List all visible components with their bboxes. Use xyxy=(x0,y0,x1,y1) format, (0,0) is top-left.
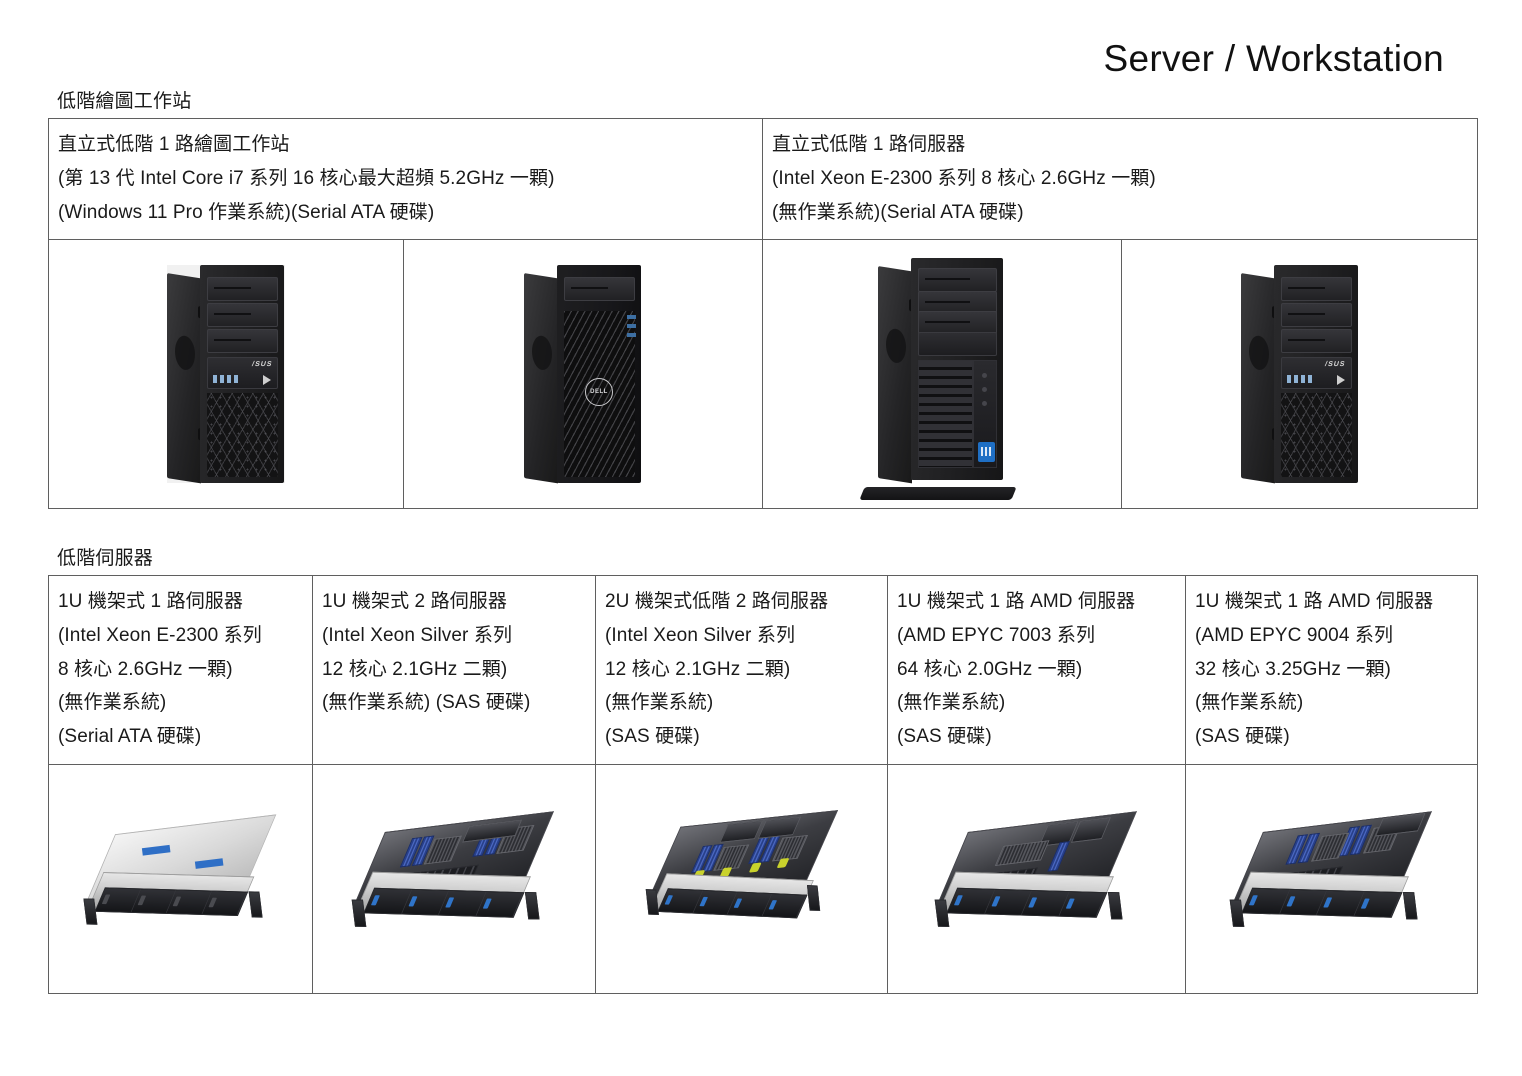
spec-line: (無作業系統)(Serial ATA 硬碟) xyxy=(772,201,1024,223)
spec-line: (AMD EPYC 7003 系列 xyxy=(897,624,1096,646)
section-heading-server: 低階伺服器 xyxy=(57,548,154,569)
spec-cell-server-3: 2U 機架式低階 2 路伺服器 (Intel Xeon Silver 系列 12… xyxy=(595,574,888,766)
spec-line: (SAS 硬碟) xyxy=(605,726,700,748)
spec-line: (SAS 硬碟) xyxy=(897,726,992,748)
image-cell-2u-rack-server-open xyxy=(595,764,888,995)
server-spec-table: 1U 機架式 1 路伺服器 (Intel Xeon E-2300 系列 8 核心… xyxy=(48,574,1478,995)
rack-server-closed-icon xyxy=(77,813,284,944)
product-image-asus-tower-server: /SUS xyxy=(1122,240,1477,508)
spec-line: (AMD EPYC 9004 系列 xyxy=(1195,624,1394,646)
spec-line: (Serial ATA 硬碟) xyxy=(58,726,202,748)
product-image-intel-tower-server xyxy=(763,240,1121,508)
spec-line-empty xyxy=(322,720,587,754)
section-low-end-server: 低階伺服器 1U 機架式 1 路伺服器 (Intel Xeon E-2300 系… xyxy=(48,543,1478,995)
asus-tower-workstation-icon: /SUS xyxy=(167,265,285,484)
image-cell-1u-amd-9004 xyxy=(1185,764,1478,995)
rack-server-amd-7003-icon xyxy=(928,810,1145,948)
image-cell-1u-rack-server-closed xyxy=(48,764,313,995)
section-heading-workstation: 低階繪圖工作站 xyxy=(57,91,192,112)
spec-line: 1U 機架式 1 路 AMD 伺服器 xyxy=(897,591,1136,612)
spec-line: (無作業系統) xyxy=(897,692,1006,714)
table-row-specs: 1U 機架式 1 路伺服器 (Intel Xeon E-2300 系列 8 核心… xyxy=(48,574,1478,766)
spec-line: 64 核心 2.0GHz 一顆) xyxy=(897,658,1083,680)
image-cell-1u-amd-7003 xyxy=(887,764,1186,995)
dell-tower-workstation-icon: DELL xyxy=(524,265,642,484)
rack-server-amd-9004-icon xyxy=(1223,810,1440,948)
image-cell-asus-tower-workstation: /SUS xyxy=(48,239,763,510)
rack-server-open-dual-icon xyxy=(346,810,563,948)
spec-line: (第 13 代 Intel Core i7 系列 16 核心最大超頻 5.2GH… xyxy=(58,167,555,189)
spec-line: (Intel Xeon Silver 系列 xyxy=(605,624,796,646)
spec-line: 12 核心 2.1GHz 二顆) xyxy=(605,658,791,680)
spec-cell-server-4: 1U 機架式 1 路 AMD 伺服器 (AMD EPYC 7003 系列 64 … xyxy=(887,574,1186,766)
rack-server-2u-open-icon xyxy=(641,809,843,948)
page-title: Server / Workstation xyxy=(1103,38,1444,79)
spec-line: 直立式低階 1 路繪圖工作站 xyxy=(58,134,290,155)
product-image-asus-tower-workstation: /SUS xyxy=(49,240,403,508)
asus-tower-server-icon: /SUS xyxy=(1240,265,1359,484)
table-row-images: /SUS xyxy=(48,239,1478,510)
product-image-1u-amd-epyc-7003 xyxy=(888,765,1185,993)
table-row-specs: 直立式低階 1 路繪圖工作站 (第 13 代 Intel Core i7 系列 … xyxy=(48,117,1478,241)
spec-line: (無作業系統) (SAS 硬碟) xyxy=(322,692,531,714)
image-cell-servers-group: /SUS xyxy=(762,239,1478,510)
workstation-spec-table: 直立式低階 1 路繪圖工作站 (第 13 代 Intel Core i7 系列 … xyxy=(48,117,1478,510)
spec-line: 1U 機架式 2 路伺服器 xyxy=(322,591,507,612)
spec-cell-server-5: 1U 機架式 1 路 AMD 伺服器 (AMD EPYC 9004 系列 32 … xyxy=(1185,574,1478,766)
spec-line: 12 核心 2.1GHz 二顆) xyxy=(322,658,508,680)
product-image-dell-tower-workstation: DELL xyxy=(404,240,762,508)
product-image-1u-amd-epyc-9004 xyxy=(1186,765,1477,993)
spec-line: (Intel Xeon E-2300 系列 xyxy=(58,624,262,646)
spec-line: 32 核心 3.25GHz 一顆) xyxy=(1195,658,1391,680)
spec-line: (無作業系統) xyxy=(605,692,714,714)
spec-cell-workstation-2: 直立式低階 1 路伺服器 (Intel Xeon E-2300 系列 8 核心 … xyxy=(762,117,1478,241)
spec-cell-workstation-1: 直立式低階 1 路繪圖工作站 (第 13 代 Intel Core i7 系列 … xyxy=(48,117,763,241)
spec-line: (無作業系統) xyxy=(58,692,167,714)
spec-line: (SAS 硬碟) xyxy=(1195,726,1290,748)
spec-line: (Intel Xeon Silver 系列 xyxy=(322,624,513,646)
spec-line: 2U 機架式低階 2 路伺服器 xyxy=(605,591,829,612)
table-row-images xyxy=(48,764,1478,995)
spec-line: (Intel Xeon E-2300 系列 8 核心 2.6GHz 一顆) xyxy=(772,167,1156,189)
product-image-1u-closed xyxy=(49,765,312,993)
image-cell-1u-rack-server-open xyxy=(312,764,596,995)
product-image-2u-open-dual xyxy=(596,765,887,993)
spec-line: 8 核心 2.6GHz 一顆) xyxy=(58,658,233,680)
intel-tower-server-icon xyxy=(859,258,1017,501)
spec-line: (Windows 11 Pro 作業系統)(Serial ATA 硬碟) xyxy=(58,201,435,223)
spec-cell-server-2: 1U 機架式 2 路伺服器 (Intel Xeon Silver 系列 12 核… xyxy=(312,574,596,766)
product-image-1u-open-dual xyxy=(313,765,595,993)
section-low-end-graphics-workstation: 低階繪圖工作站 直立式低階 1 路繪圖工作站 (第 13 代 Intel Cor… xyxy=(48,86,1478,510)
spec-line: 1U 機架式 1 路伺服器 xyxy=(58,591,243,612)
intel-badge-icon xyxy=(978,442,995,463)
spec-line: 1U 機架式 1 路 AMD 伺服器 xyxy=(1195,591,1434,612)
spec-line: (無作業系統) xyxy=(1195,692,1304,714)
spec-line: 直立式低階 1 路伺服器 xyxy=(772,134,966,155)
spec-cell-server-1: 1U 機架式 1 路伺服器 (Intel Xeon E-2300 系列 8 核心… xyxy=(48,574,313,766)
